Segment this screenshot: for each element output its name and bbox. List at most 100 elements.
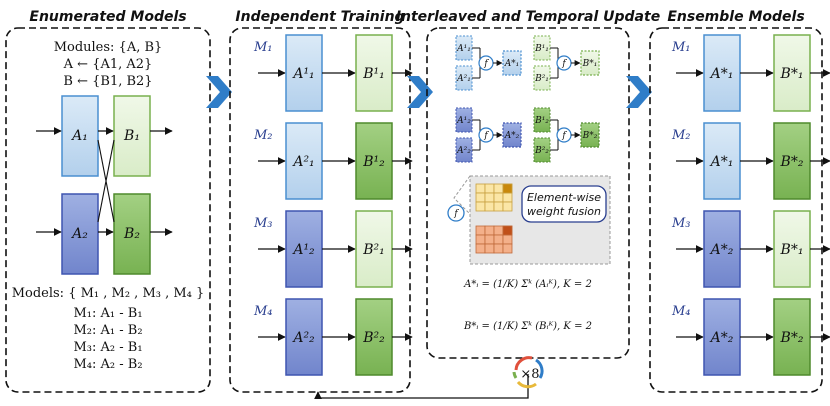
indep-model-label: M₃ [253, 216, 273, 231]
fusion-input-label: B²₂ [534, 146, 549, 156]
fusion-callout: f Element-wise weight fusion [447, 175, 611, 265]
loop-count: ×8 [520, 367, 539, 382]
grid-cell-highlight [502, 183, 513, 194]
panel-enumerated: Enumerated Models Modules: {A, B} A ← {A… [5, 9, 211, 393]
grid-cell [475, 192, 486, 203]
callout-line-2: weight fusion [527, 205, 601, 218]
model-def-4: M₄: A₂ - B₂ [73, 357, 142, 372]
fusion-input-label: A²₁ [456, 74, 471, 84]
ens-block-b-label: B*₂ [780, 330, 804, 346]
fusion-output-b1 [580, 50, 600, 76]
grid-cell [502, 201, 513, 212]
block-a2 [61, 193, 99, 275]
block-a1-label: A₁ [70, 128, 88, 144]
model-def-1: M₁: A₁ - B₁ [73, 306, 142, 321]
fusion-output-b2 [580, 122, 600, 148]
grid-cell [493, 201, 504, 212]
ens-block-b-label: B*₂ [780, 154, 804, 170]
grid-cell [484, 234, 495, 245]
b-assign-line: B ← {B1, B2} [63, 74, 152, 89]
indep-block-a [285, 122, 323, 200]
grid-cell [484, 201, 495, 212]
fusion-input-label: A²₂ [456, 146, 471, 156]
grid-cell [484, 225, 495, 236]
fusion-output-label: B*₁ [582, 59, 598, 69]
indep-model-label: M₁ [253, 40, 273, 55]
ens-block-a-label: A*₁ [709, 154, 734, 170]
panel-title-enumerated: Enumerated Models [29, 9, 186, 25]
chevron-right-icon [626, 76, 652, 108]
indep-model-label: M₄ [253, 304, 273, 319]
indep-block-a-label: A²₂ [291, 330, 315, 346]
grid-cell [484, 183, 495, 194]
grid-cell [475, 225, 486, 236]
ens-block-b [773, 298, 811, 376]
fusion-symbol: f [483, 59, 489, 69]
fusion-input-label: A¹₂ [456, 116, 471, 126]
fusion-output-label: A*₁ [504, 59, 520, 69]
block-b1-label: B₁ [123, 128, 140, 144]
grid-cell [493, 234, 504, 245]
grid-cell [493, 192, 504, 203]
fusion-symbol: f [561, 131, 567, 141]
grid-cell [475, 183, 486, 194]
ens-block-a [703, 210, 741, 288]
block-b1 [113, 95, 151, 177]
grid-cell [475, 243, 486, 254]
indep-block-b [355, 298, 393, 376]
ens-block-b [773, 210, 811, 288]
indep-block-a-label: A²₁ [291, 154, 314, 170]
ens-block-b [773, 34, 811, 112]
grid-cell-highlight [502, 225, 513, 236]
grid-cell [484, 243, 495, 254]
fusion-input-label: A¹₁ [456, 44, 471, 54]
ens-block-a-label: A*₂ [709, 242, 734, 258]
ens-model-label: M₁ [671, 40, 691, 55]
model-def-3: M₃: A₂ - B₁ [73, 340, 142, 355]
fusion-symbol: f [561, 59, 567, 69]
indep-block-a [285, 210, 323, 288]
grid-cell [493, 183, 504, 194]
grid-cell [475, 234, 486, 245]
block-a1 [61, 95, 99, 177]
callout-line-1: Element-wise [527, 191, 601, 204]
models-line: Models: { M₁ , M₂ , M₃ , M₄ } [12, 286, 205, 301]
svg-text:f: f [453, 209, 459, 219]
equation-a: A*ᵢ = (1/K) Σᵏ (Aᵢᴷ), K = 2 [463, 279, 592, 290]
ens-model-label: M₂ [671, 128, 691, 143]
grid-cell [493, 243, 504, 254]
indep-block-b-label: B¹₁ [362, 66, 385, 82]
block-a2-label: A₂ [70, 226, 88, 242]
indep-block-b-label: B¹₂ [362, 154, 385, 170]
ens-block-b-label: B*₁ [780, 66, 804, 82]
panel-title-independent: Independent Training [235, 9, 404, 25]
chevron-right-icon [206, 76, 232, 108]
callout-bubble [521, 185, 607, 223]
grid-cell [493, 225, 504, 236]
block-b2-label: B₂ [123, 226, 140, 242]
modules-line: Modules: {A, B} [54, 40, 163, 55]
grid-cell [502, 234, 513, 245]
weight-grid-yellow [475, 183, 513, 212]
fusion-input-label: B²₁ [534, 74, 549, 84]
indep-block-a [285, 298, 323, 376]
block-b2 [113, 193, 151, 275]
fusion-function-icon [447, 204, 465, 222]
grid-cell [502, 243, 513, 254]
indep-block-b-label: B²₂ [362, 330, 385, 346]
a-assign-line: A ← {A1, A2} [63, 57, 153, 72]
grid-cell [484, 192, 495, 203]
grid-cell [502, 192, 513, 203]
panel-title-interleaved: Interleaved and Temporal Update [396, 9, 660, 25]
model-def-2: M₂: A₁ - B₂ [73, 323, 142, 338]
fusion-output-a2 [502, 122, 522, 148]
ens-block-a-label: A*₁ [709, 66, 734, 82]
equation-b: B*ᵢ = (1/K) Σᵏ (Bᵢᴷ), K = 2 [463, 321, 592, 332]
fusion-output-label: A*₂ [504, 131, 520, 141]
panel-ensemble: Ensemble Models [649, 9, 823, 393]
ens-block-a [703, 34, 741, 112]
ens-model-label: M₃ [671, 216, 691, 231]
panel-title-ensemble: Ensemble Models [667, 9, 804, 25]
fusion-input-label: B¹₁ [534, 44, 549, 54]
loop-back-arrow [314, 374, 529, 400]
